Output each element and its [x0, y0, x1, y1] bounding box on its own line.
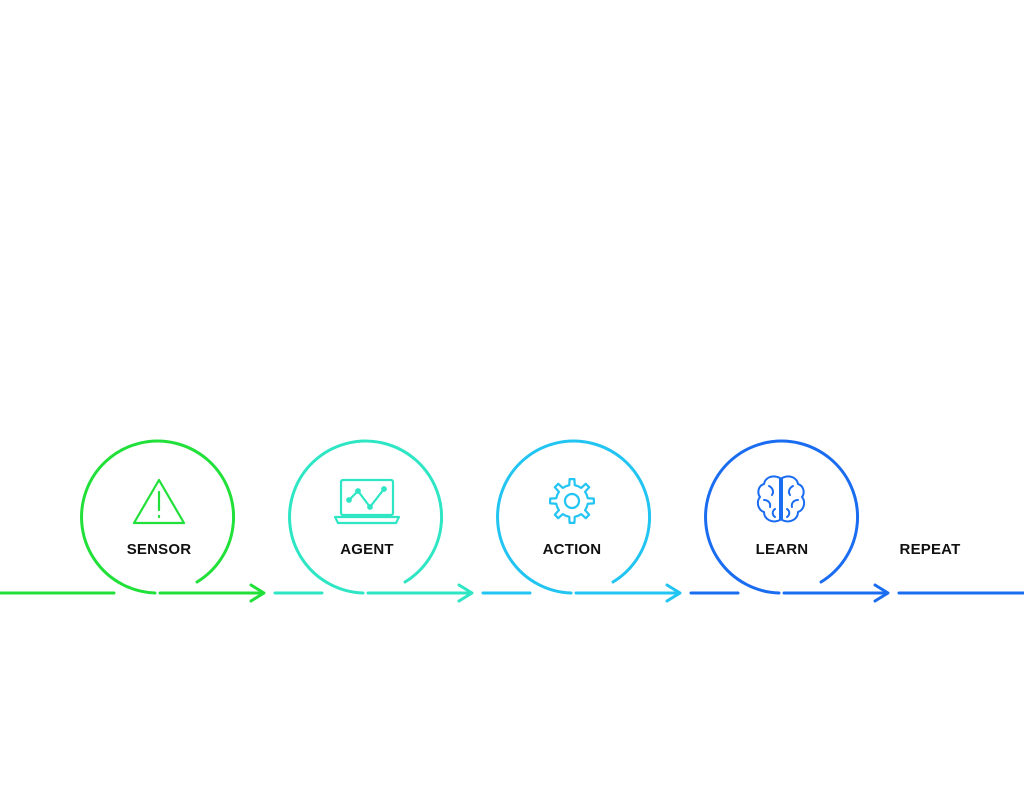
stage-label: SENSOR	[127, 541, 192, 558]
stage-repeat: REPEAT	[897, 541, 1024, 595]
stage-loop-path	[689, 439, 888, 595]
stage-learn: LEARN	[689, 439, 890, 603]
repeat-label: REPEAT	[900, 541, 961, 558]
arrowhead	[665, 583, 682, 603]
stage-loop-path	[273, 439, 472, 595]
stage-action: ACTION	[481, 439, 682, 603]
warning-triangle-icon	[132, 478, 186, 525]
stage-label: AGENT	[340, 541, 394, 558]
stage-sensor: SENSOR	[0, 439, 266, 603]
laptop-chart-icon	[333, 478, 401, 525]
arrowhead	[457, 583, 474, 603]
stage-loop-path	[481, 439, 680, 595]
stage-loop-path	[0, 439, 264, 595]
stage-label: ACTION	[543, 541, 602, 558]
stage-agent: AGENT	[273, 439, 474, 603]
brain-icon	[756, 475, 806, 523]
gear-icon	[549, 478, 595, 524]
stage-label: LEARN	[756, 541, 809, 558]
arrowhead	[873, 583, 890, 603]
arrowhead	[249, 583, 266, 603]
